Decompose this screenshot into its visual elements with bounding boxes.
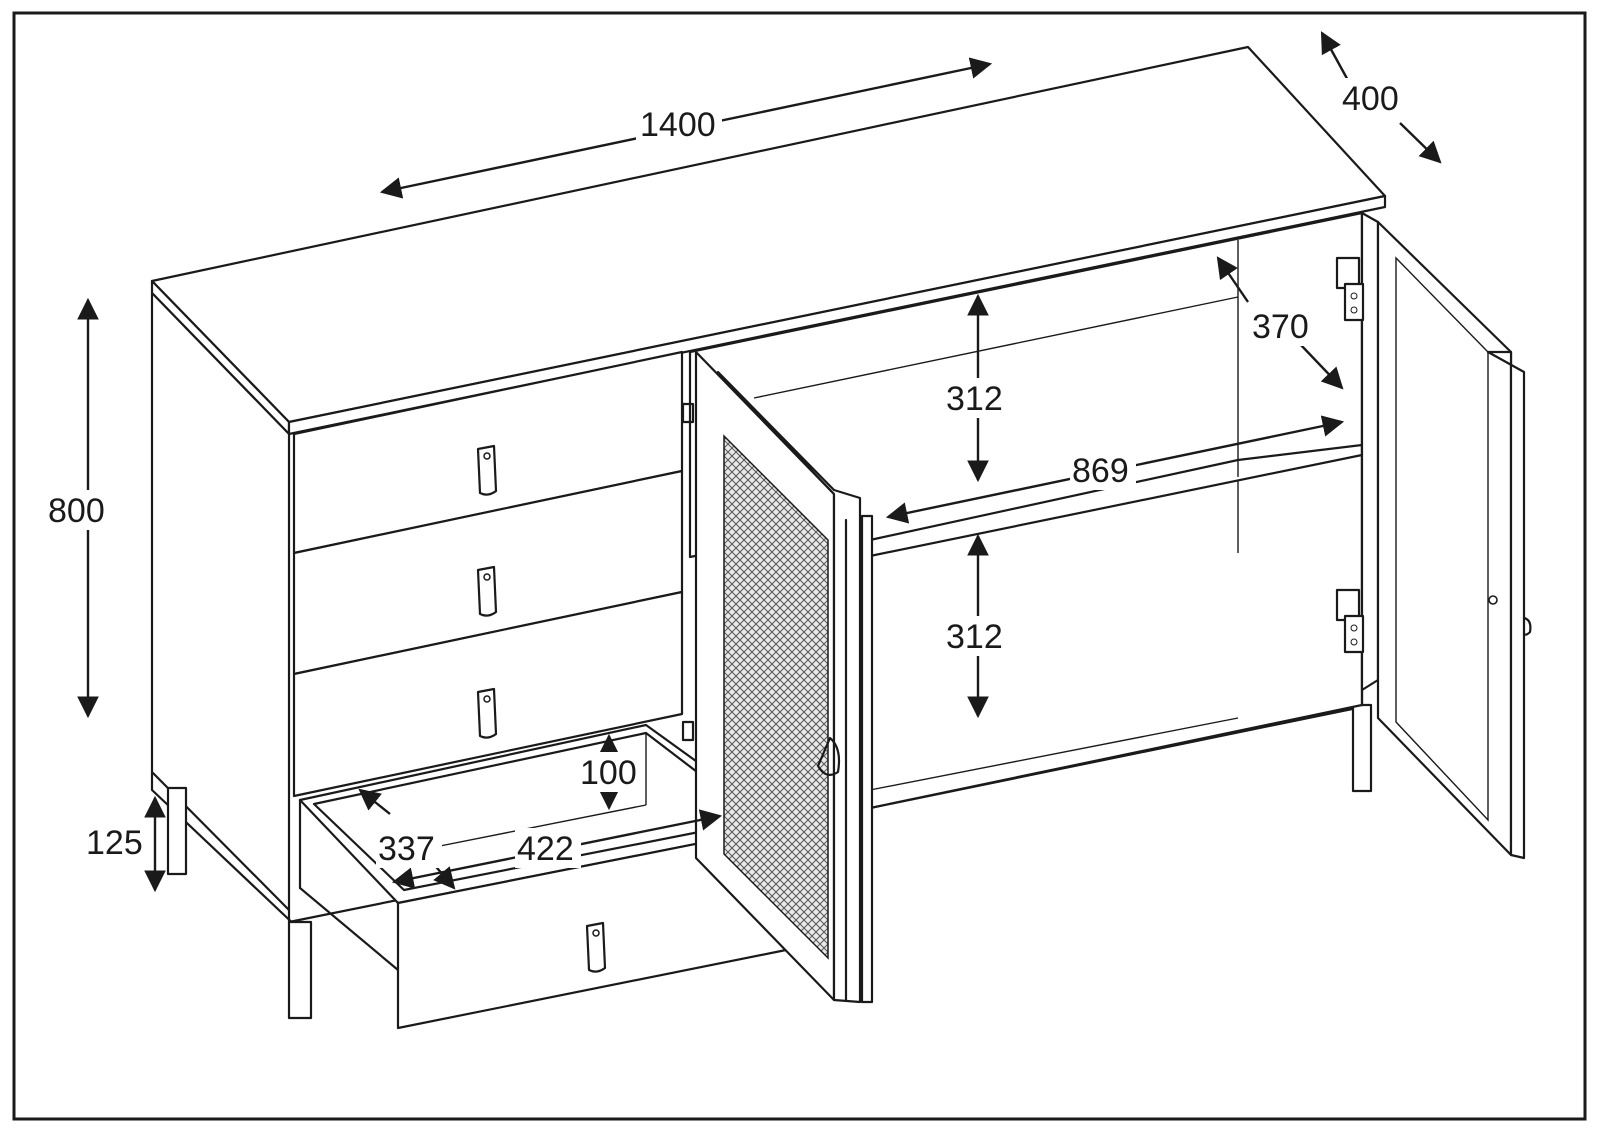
hinge-upper-icon	[1335, 256, 1365, 322]
label-upper-opening: 312	[946, 380, 1003, 418]
label-drawer-width: 422	[517, 830, 574, 868]
label-drawer-depth: 337	[378, 830, 435, 868]
drawer-2-handle	[476, 565, 498, 617]
image-frame	[12, 11, 1587, 1121]
shelf-depth-arrow-upper	[1216, 256, 1249, 303]
open-drawer-handle	[585, 921, 607, 973]
label-compartment-width: 869	[1072, 452, 1129, 490]
label-shelf-depth: 370	[1252, 308, 1309, 346]
cabinet-legs	[166, 703, 1373, 1020]
drawer-3-handle	[476, 687, 498, 739]
depth-arrow-upper	[1320, 31, 1352, 85]
right-door	[1335, 211, 1532, 860]
label-leg-height: 125	[86, 824, 143, 862]
label-drawer-height: 100	[580, 754, 637, 792]
drawer-3	[292, 590, 684, 798]
drawer-stack	[292, 350, 684, 798]
label-depth: 400	[1342, 80, 1399, 118]
label-lower-opening: 312	[946, 618, 1003, 656]
hinge-lower-icon	[1335, 588, 1365, 654]
shelf-depth-arrow-lower	[1299, 343, 1344, 390]
dimension-labels: 1400 400 800 125 312 312 370 869 100 337…	[44, 78, 1410, 868]
drawer-depth-arrow-upper	[358, 788, 391, 815]
cabinet-top	[150, 45, 1387, 436]
left-door-mesh	[723, 434, 829, 960]
left-door	[681, 350, 862, 1004]
depth-arrow-lower	[1399, 122, 1442, 164]
drawer-1-handle	[476, 444, 498, 496]
label-width: 1400	[640, 106, 716, 144]
label-height: 800	[48, 492, 105, 530]
left-door-handle	[816, 736, 841, 777]
